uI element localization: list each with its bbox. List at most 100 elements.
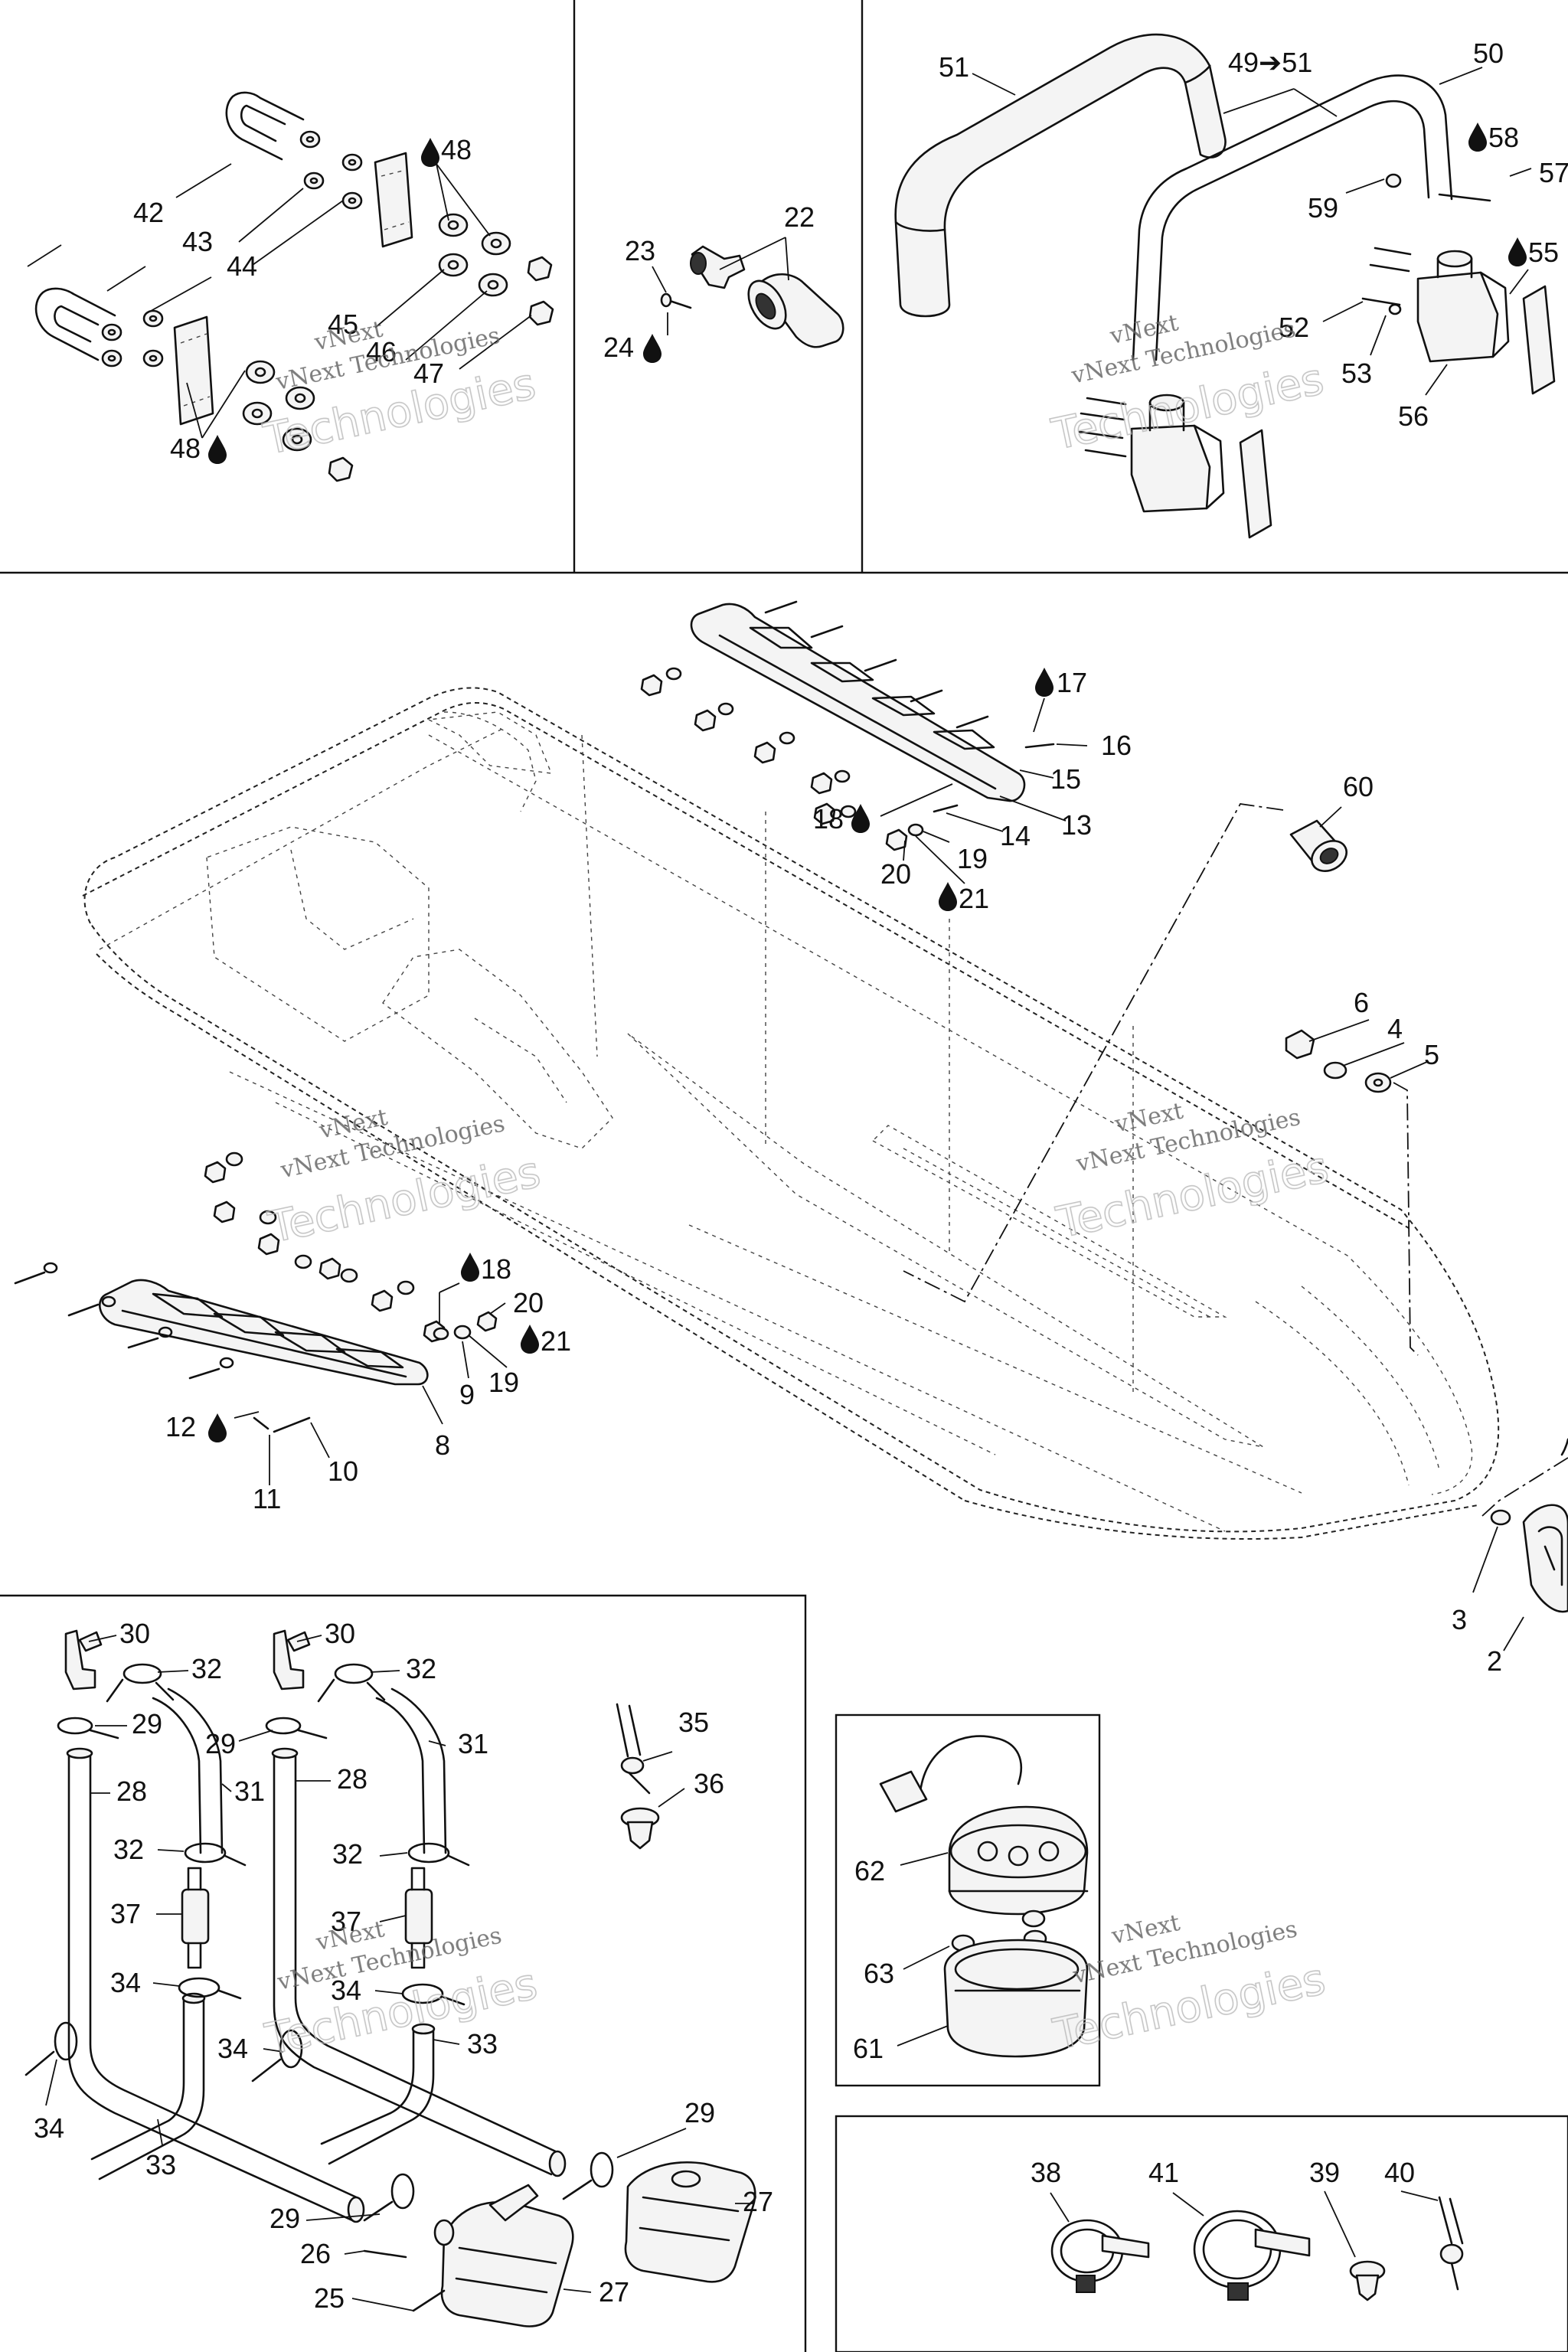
clamps [24,1663,614,2222]
bow-eye-2 [1522,1504,1568,1613]
pump-27-lower [412,2184,574,2328]
label-28-left: 28 [116,1775,147,1807]
panel-drain-plug: 22 23 24 [603,201,844,363]
drain-plug-body [756,273,844,348]
oil-drop-icon [461,1253,479,1282]
washer-4 [1323,1061,1348,1080]
label-26: 26 [300,2238,331,2269]
label-20-upper: 20 [880,858,911,890]
label-22: 22 [784,201,815,233]
label-11: 11 [253,1483,281,1514]
label-15: 15 [1050,763,1081,795]
label-34-c: 34 [217,2033,248,2064]
label-2: 2 [1487,1645,1502,1677]
oil-drop-icon [208,1413,227,1442]
footrest-upper: 17 16 15 13 14 18 19 20 21 60 [640,600,1374,1303]
footrest-cells-upper [749,626,995,750]
oil-drop-icon [1035,668,1054,697]
panel-clamps: 38 41 39 40 [1031,2157,1464,2301]
label-50: 50 [1473,38,1504,69]
label-34-a: 34 [110,1967,141,1998]
label-58: 58 [1488,122,1519,153]
label-52: 52 [1279,312,1309,343]
label-53: 53 [1341,358,1372,389]
oil-drop-icon [851,804,870,833]
u-bolt-upper [225,91,305,161]
label-12: 12 [165,1411,196,1442]
label-37-right: 37 [331,1906,361,1937]
pin-26 [363,2249,407,2259]
leaders-footrest-upper [880,697,1342,884]
dash-leader-60 [903,803,1284,1303]
leaders-bow [1308,1019,1524,1651]
label-18-upper: 18 [813,803,844,835]
label-32-d: 32 [332,1838,363,1870]
check-valve-37-right [404,1867,433,1969]
label-57: 57 [1539,157,1568,188]
label-30-left: 30 [119,1618,150,1649]
label-16: 16 [1101,730,1132,761]
washer-5 [1364,1072,1392,1093]
label-4: 4 [1387,1013,1403,1044]
label-13: 13 [1061,809,1092,841]
leaders-clamps [1050,2190,1439,2258]
label-31-right: 31 [458,1728,488,1759]
labels-handles: 42 43 44 45 46 47 48 48 [133,134,472,464]
label-48-top: 48 [441,134,472,165]
bracket-left [1078,394,1272,539]
label-32-b: 32 [406,1653,436,1684]
label-51: 51 [939,51,969,83]
washers-lower [101,309,164,368]
label-29-c: 29 [684,2097,715,2128]
label-25: 25 [314,2282,345,2314]
backing-plate-lower [173,315,214,426]
label-8: 8 [435,1429,450,1461]
hull [82,687,1500,1540]
cap-60 [1289,819,1348,872]
vent-base-61 [943,1939,1089,2058]
hose-31-left [152,1687,224,1854]
label-61: 61 [853,2033,884,2064]
label-9: 9 [459,1379,475,1410]
pump-27-upper [624,2161,756,2283]
footrest-strip-lower [99,1279,429,1386]
label-28-right: 28 [337,1763,368,1795]
label-45: 45 [328,309,358,340]
label-63: 63 [864,1958,894,1989]
leaders-vent [897,1852,950,2047]
clamp-41 [1193,2210,1311,2301]
leaders-drain [652,237,789,335]
label-5: 5 [1424,1039,1439,1070]
washers-nuts-upper [640,667,959,851]
tie-strap-35 [616,1703,651,1795]
label-33-right: 33 [467,2028,498,2060]
panel-vent: 62 63 61 [853,1735,1089,2064]
label-48-bottom: 48 [170,433,201,464]
label-35: 35 [678,1707,709,1738]
label-33-left: 33 [145,2149,176,2180]
nuts-upper [438,213,554,326]
label-34-b: 34 [331,1975,361,2006]
label-36: 36 [694,1768,724,1799]
tie-strap-40 [1438,2196,1464,2291]
label-60: 60 [1343,771,1374,802]
label-30-right: 30 [325,1618,355,1649]
clamp-38 [1050,2219,1150,2293]
u-bolt-lower [34,287,116,361]
label-20-lower: 20 [513,1287,544,1318]
hose-28-left [67,1752,361,2222]
nuts-lower [242,360,354,482]
footrest-lower: 18 20 21 9 19 8 12 10 11 [14,1152,571,1514]
label-55: 55 [1528,237,1559,268]
panel-handles: 42 43 44 45 46 47 48 48 [27,91,554,482]
label-27-lower: 27 [599,2276,629,2308]
washers-upper [299,130,363,210]
label-56: 56 [1398,400,1429,432]
connector [879,1770,928,1813]
push-rivet-36 [620,1807,660,1850]
label-21-upper: 21 [959,883,989,914]
vent-cap-62 [948,1805,1089,1916]
label-29-a: 29 [132,1708,162,1740]
